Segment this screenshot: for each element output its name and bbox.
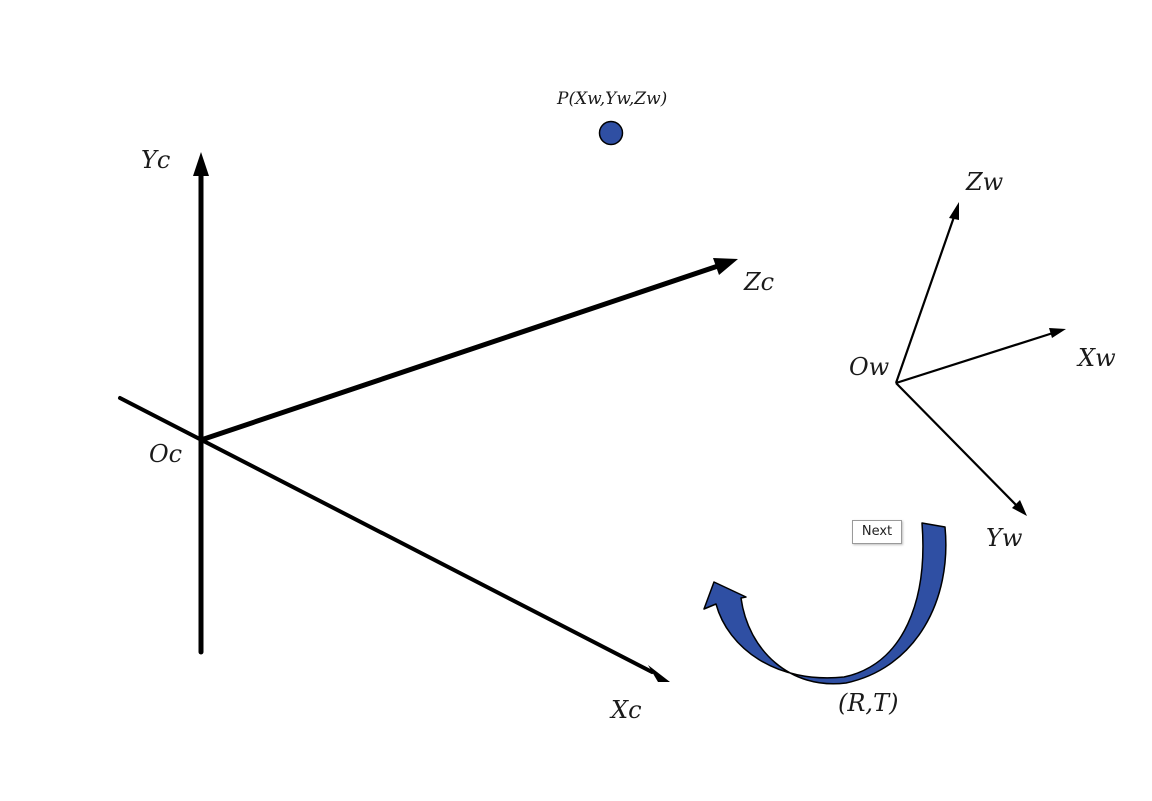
world-z-label: Zw bbox=[965, 168, 1004, 196]
transform-label: (R,T) bbox=[838, 689, 898, 717]
world-origin-label: Ow bbox=[849, 353, 890, 381]
world-x-axis bbox=[895, 331, 1054, 385]
camera-y-arrowhead bbox=[193, 152, 209, 176]
world-y-axis bbox=[895, 382, 1018, 507]
camera-x-arrowhead bbox=[648, 665, 670, 682]
next-button[interactable]: Next bbox=[852, 520, 902, 544]
world-coordinate-system: Zw Xw Yw Ow bbox=[849, 168, 1116, 552]
world-z-arrowhead bbox=[949, 202, 959, 220]
camera-z-axis bbox=[198, 263, 721, 443]
world-y-arrowhead bbox=[1012, 500, 1027, 516]
point-marker bbox=[598, 120, 624, 146]
camera-y-label: Yc bbox=[141, 146, 170, 174]
camera-z-label: Zc bbox=[743, 268, 774, 296]
camera-x-axis bbox=[118, 396, 654, 674]
world-y-label: Yw bbox=[986, 524, 1023, 552]
transform-arrow: (R,T) bbox=[703, 522, 947, 717]
camera-origin-label: Oc bbox=[149, 440, 182, 468]
camera-x-label: Xc bbox=[609, 696, 642, 724]
camera-coordinate-system: Yc Zc Xc Oc bbox=[118, 146, 774, 724]
world-x-arrowhead bbox=[1049, 328, 1066, 338]
world-point: P(Xw,Yw,Zw) bbox=[556, 89, 667, 146]
world-x-label: Xw bbox=[1076, 344, 1116, 372]
camera-z-arrowhead bbox=[713, 258, 738, 275]
point-label: P(Xw,Yw,Zw) bbox=[556, 89, 667, 109]
world-z-axis bbox=[894, 213, 957, 384]
curved-arrow-icon bbox=[703, 522, 947, 685]
